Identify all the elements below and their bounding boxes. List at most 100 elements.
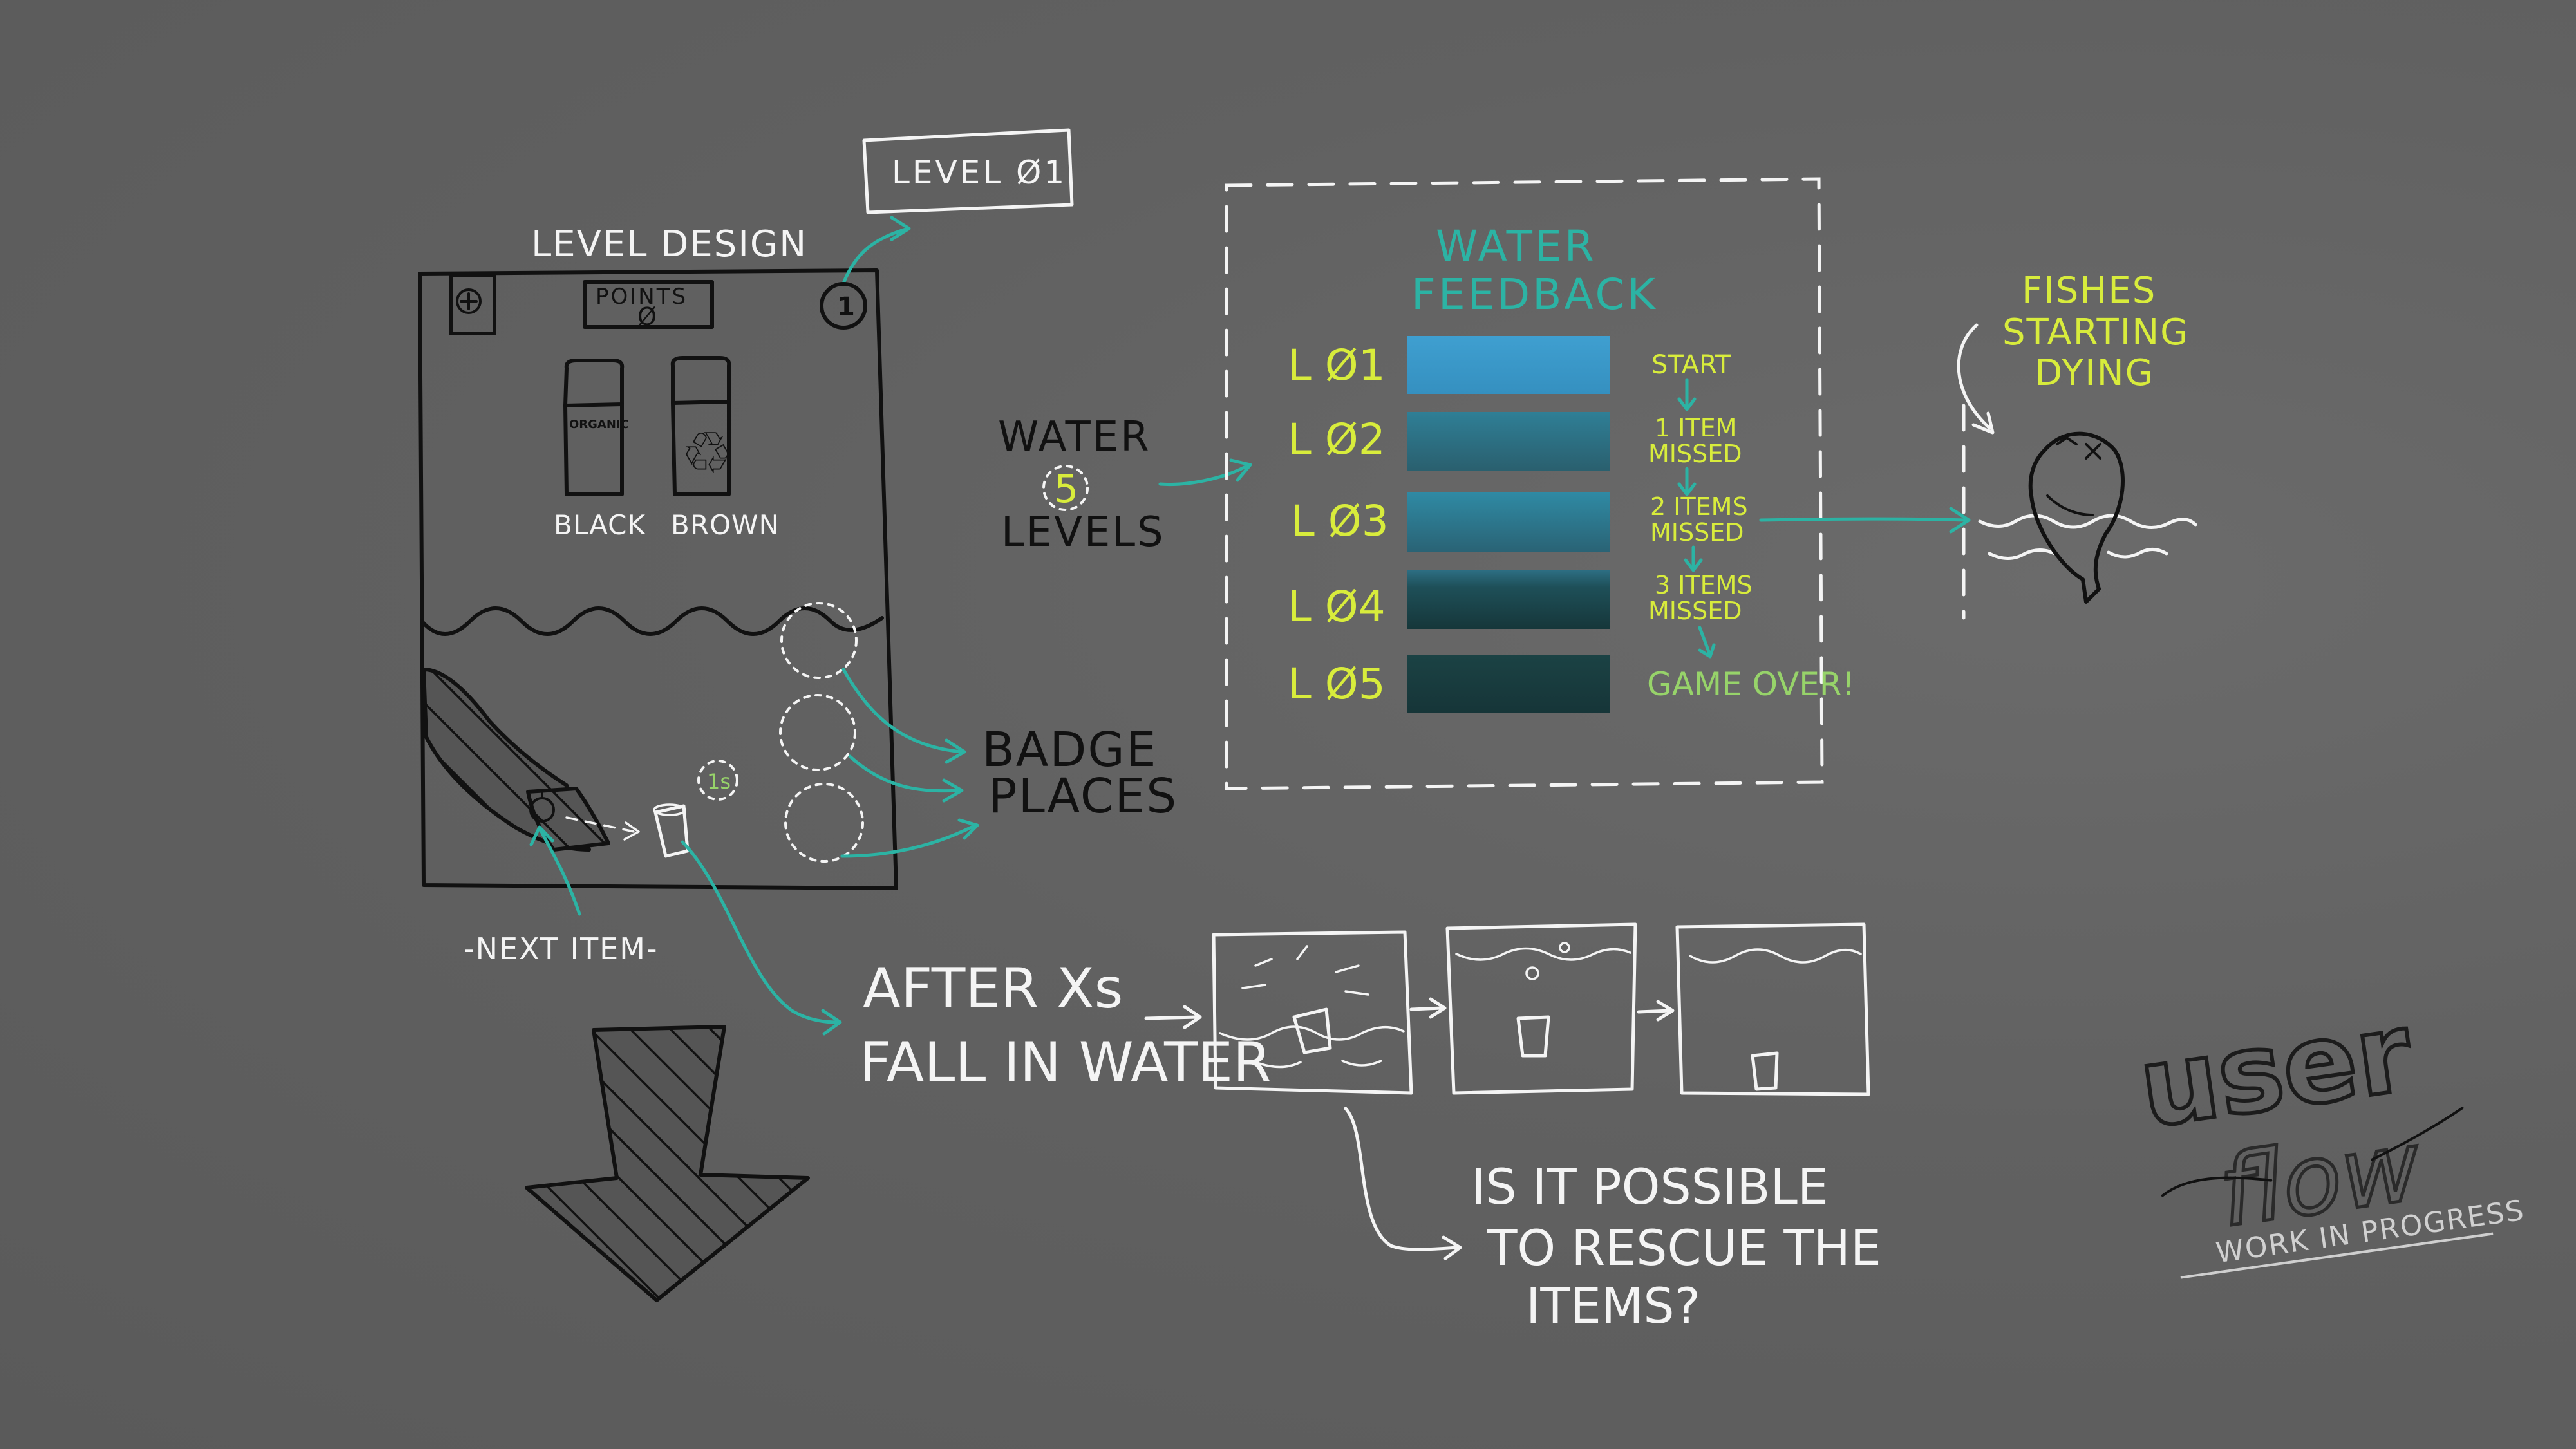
level-label-3: L Ø3 — [1291, 496, 1389, 546]
status-4-line-2: MISSED — [1648, 597, 1742, 625]
user-flow-logo: user flow WORK IN PROGRESS — [2130, 987, 2527, 1279]
feedback-title-1: WATER — [1436, 221, 1597, 271]
plus-icon — [456, 288, 482, 314]
dead-fish-icon — [2028, 431, 2125, 604]
badge-slot-1 — [780, 602, 858, 679]
bin-brown[interactable]: ♲ BROWN — [670, 356, 780, 541]
add-button-frame[interactable] — [449, 274, 496, 335]
badge-places-line-2: PLACES — [988, 769, 1178, 824]
timer-circle — [697, 760, 738, 801]
fish-x-eye — [2085, 443, 2101, 460]
arrowhead — [529, 825, 554, 846]
arrowhead — [1183, 1005, 1202, 1029]
big-down-arrow — [525, 1025, 810, 1302]
level-tag: LEVEL Ø1 — [892, 154, 1067, 191]
frame-3-water — [1689, 948, 1862, 964]
logo-underline — [2180, 1232, 2494, 1279]
sequence-frame-1 — [1212, 930, 1413, 1095]
next-item-label: -NEXT ITEM- — [464, 931, 659, 966]
level-label-1: L Ø1 — [1288, 341, 1386, 390]
fishes-line-3: DYING — [2035, 352, 2154, 394]
points-box — [583, 280, 714, 329]
frame-1-splash — [1241, 945, 1369, 996]
level-badge-number: 1 — [837, 292, 855, 322]
water-levels-line-2: LEVELS — [1001, 509, 1165, 556]
fall-line-1: AFTER Xs — [863, 957, 1123, 1021]
bin-black-sticker: ORGANIC — [569, 418, 629, 431]
bin-black-label: BLACK — [554, 509, 646, 541]
water-feedback-panel: WATER FEEDBACK L Ø1 L Ø2 L Ø3 L Ø4 L Ø5 … — [1225, 177, 1971, 790]
status-3-line-2: MISSED — [1650, 518, 1744, 547]
points-value: Ø — [637, 303, 657, 331]
bin-brown-label: BROWN — [671, 509, 780, 541]
status-arrow-4 — [1698, 626, 1711, 655]
fish-note: FISHES STARTING DYING — [1957, 270, 2197, 620]
arrow-to-fall-note — [681, 840, 839, 1024]
arrowhead — [945, 738, 966, 764]
frame-2-bubble — [1525, 966, 1539, 980]
fall-in-water-sequence: AFTER Xs FALL IN WATER — [681, 840, 1870, 1096]
badge-slot-2 — [779, 694, 856, 771]
arrowhead — [1677, 482, 1697, 496]
status-2-line-2: MISSED — [1648, 440, 1742, 468]
recycle-icon: ♲ — [681, 420, 733, 487]
arrow-badge-2 — [848, 754, 961, 793]
arrowhead — [1656, 1000, 1675, 1022]
arrow-badge-3 — [840, 823, 977, 858]
fish-fin — [2056, 436, 2078, 445]
arrow-to-question — [1344, 1107, 1460, 1251]
fish-gill — [2046, 494, 2094, 516]
arrowhead — [1429, 997, 1447, 1019]
arrow-to-fish — [1759, 517, 1969, 522]
water-surface — [420, 606, 884, 636]
points-label: POINTS — [596, 284, 688, 310]
arrowhead — [623, 821, 640, 841]
sequence-frame-3 — [1675, 922, 1870, 1096]
fish-water-line-2 — [1988, 548, 2059, 560]
arrowhead — [1971, 411, 1995, 435]
question-line-1: IS IT POSSIBLE — [1471, 1158, 1829, 1215]
arrowhead — [1229, 458, 1252, 482]
level-tag-box — [862, 128, 1074, 214]
arrow-to-feedback — [1158, 463, 1251, 486]
arrowhead — [890, 216, 911, 241]
badge-slot-3 — [784, 783, 864, 863]
arrowhead — [942, 778, 964, 803]
rescue-question: IS IT POSSIBLE TO RESCUE THE ITEMS? — [1344, 1107, 1881, 1334]
level-count: 5 — [1054, 467, 1078, 512]
arrow-to-frame-1 — [1144, 1015, 1199, 1020]
status-3-line-1: 2 ITEMS — [1650, 492, 1748, 521]
fishes-line-1: FISHES — [2022, 270, 2156, 312]
level-label-2: L Ø2 — [1288, 415, 1386, 464]
frame-1-water — [1219, 1025, 1405, 1041]
water-swatch-3 — [1407, 492, 1610, 552]
arrowhead — [1698, 643, 1716, 659]
bin-black[interactable]: ORGANIC BLACK — [554, 359, 646, 541]
dashed-trajectory — [565, 816, 635, 833]
frame-1-ripples — [1254, 1060, 1382, 1069]
question-line-2: TO RESCUE THE — [1487, 1219, 1881, 1276]
arrow-frame-1-2 — [1409, 1006, 1444, 1011]
arrow-badge-1 — [841, 668, 964, 754]
fish-water-line-1 — [1978, 514, 2197, 530]
water-levels-note: WATER 5 LEVELS — [998, 413, 1252, 556]
level-design-heading: LEVEL DESIGN — [531, 223, 807, 265]
cup-item-icon — [653, 803, 690, 858]
arrowhead — [1949, 507, 1971, 534]
frame-3-cup — [1751, 1051, 1779, 1091]
arrowhead — [1442, 1235, 1462, 1260]
water-levels-line-1: WATER — [998, 413, 1151, 461]
fall-line-2: FALL IN WATER — [860, 1031, 1272, 1095]
water-swatch-2 — [1407, 412, 1610, 471]
question-line-3: ITEMS? — [1526, 1277, 1700, 1334]
plus-icon-cross — [460, 292, 478, 310]
water-swatch-4 — [1407, 570, 1610, 629]
frame-2-water — [1455, 947, 1631, 961]
fish-water-line-3 — [2107, 548, 2168, 559]
level-badge-circle — [820, 282, 867, 330]
status-2-line-1: 1 ITEM — [1655, 414, 1736, 442]
water-swatch-5 — [1407, 655, 1610, 713]
level-label-5: L Ø5 — [1288, 659, 1386, 709]
badge-places-line-1: BADGE — [982, 722, 1157, 778]
